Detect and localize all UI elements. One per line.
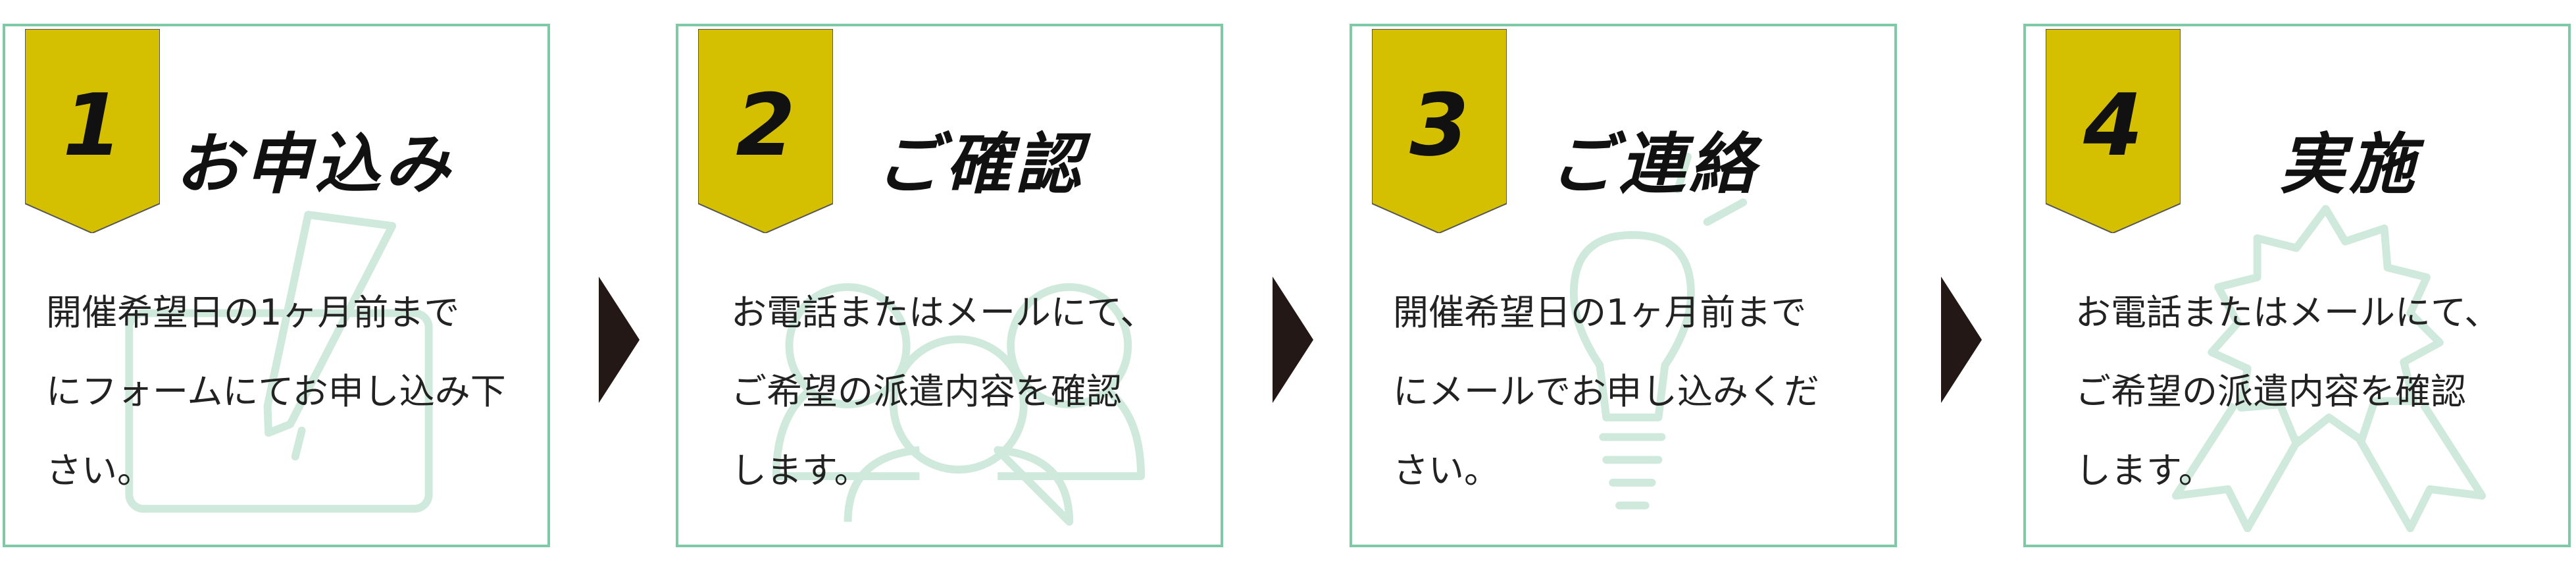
pencil-tablet-icon	[125, 211, 433, 513]
step-description: 開催希望日の1ヶ月前まで にフォームにてお申し込み下 さい。	[46, 292, 506, 491]
next-arrow-icon	[599, 277, 640, 403]
step-card-2: 2 ご確認 お電話またはメールにて、 ご希望の派遣内容を確認 します。	[676, 24, 1223, 547]
step-number: 4	[2083, 75, 2143, 175]
next-arrow-icon	[1273, 277, 1313, 403]
light-bulb-icon	[1569, 153, 1748, 510]
step-title: 実施	[2279, 126, 2419, 203]
step-title: ご連絡	[1550, 126, 1759, 203]
step-number: 3	[1409, 75, 1469, 175]
step-description: 開催希望日の1ヶ月前まで にメールでお申し込みくだ さい。	[1393, 292, 1819, 491]
ribbon-badge-1	[25, 29, 160, 233]
ribbon-badge-3	[1372, 29, 1507, 233]
step-description: お電話またはメールにて、 ご希望の派遣内容を確認 します。	[731, 292, 1156, 491]
people-group-icon	[772, 283, 1145, 526]
step-card-1: 1 お申込み 開催希望日の1ヶ月前まで にフォームにてお申し込み下 さい。	[3, 24, 550, 547]
step-title: お申込み	[175, 126, 454, 203]
ribbon-badge-4	[2046, 29, 2181, 233]
award-badge-icon	[2171, 205, 2487, 533]
next-arrow-icon	[1941, 277, 1982, 403]
step-title: ご確認	[876, 126, 1085, 203]
step-description: お電話またはメールにて、 ご希望の派遣内容を確認 します。	[2075, 292, 2500, 491]
step-card-3: 3 ご連絡 開催希望日の1ヶ月前まで にメールでお申し込みくだ さい。	[1350, 24, 1897, 547]
step-number: 1	[63, 75, 122, 175]
step-number: 2	[736, 75, 796, 175]
ribbon-badge-2	[698, 29, 833, 233]
step-card-4: 4 実施 お電話またはメールにて、 ご希望の派遣内容を確認 します。	[2023, 24, 2571, 547]
